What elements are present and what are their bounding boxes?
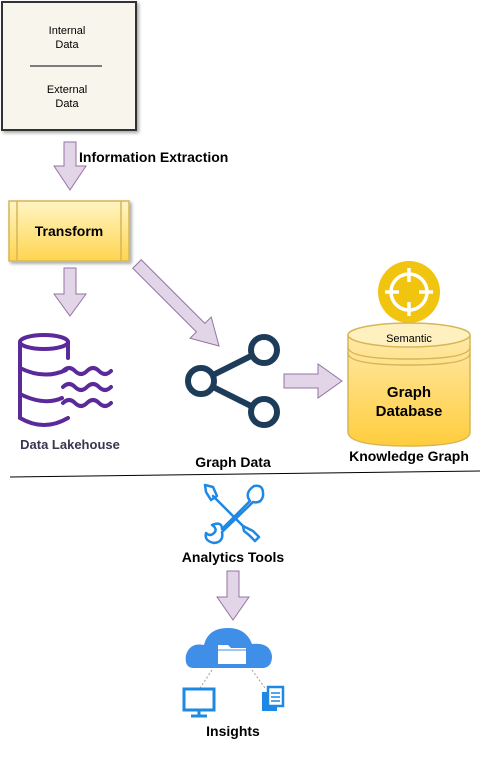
knowledge-graph-label: Knowledge Graph (349, 448, 469, 464)
semantic-label: Semantic (386, 333, 432, 345)
arrow-to-insights (216, 570, 250, 621)
section-divider (9, 470, 481, 478)
internal-data-label-line2: Data (55, 39, 79, 51)
graph-data-label: Graph Data (195, 454, 271, 470)
data-lakehouse-label: Data Lakehouse (20, 437, 120, 452)
information-extraction-label: Information Extraction (79, 149, 228, 165)
share-graph-icon (185, 334, 280, 428)
arrow-extraction (53, 141, 87, 191)
wrench-screwdriver-icon (203, 483, 265, 545)
data-sources-box: Internal Data External Data (1, 1, 137, 131)
external-data-label-line2: Data (55, 98, 79, 110)
internal-data-label-line1: Internal (49, 25, 86, 37)
arrow-to-graph-data (132, 259, 220, 347)
target-crosshair-icon (378, 261, 440, 323)
external-data-label-line1: External (47, 84, 87, 96)
transform-box: Transform (8, 200, 130, 262)
insights-label: Insights (206, 723, 260, 739)
graph-database-label-line1: Graph (387, 384, 431, 401)
graph-database-label-line2: Database (376, 403, 443, 420)
cloud-network-icon (182, 628, 285, 718)
arrow-to-lakehouse (53, 267, 87, 317)
database-with-waves-icon (18, 333, 113, 427)
graph-database-cylinder: Semantic Graph Database (347, 322, 471, 447)
transform-label: Transform (35, 223, 103, 239)
analytics-tools-label: Analytics Tools (182, 549, 285, 565)
arrow-to-graph-database (283, 363, 343, 399)
